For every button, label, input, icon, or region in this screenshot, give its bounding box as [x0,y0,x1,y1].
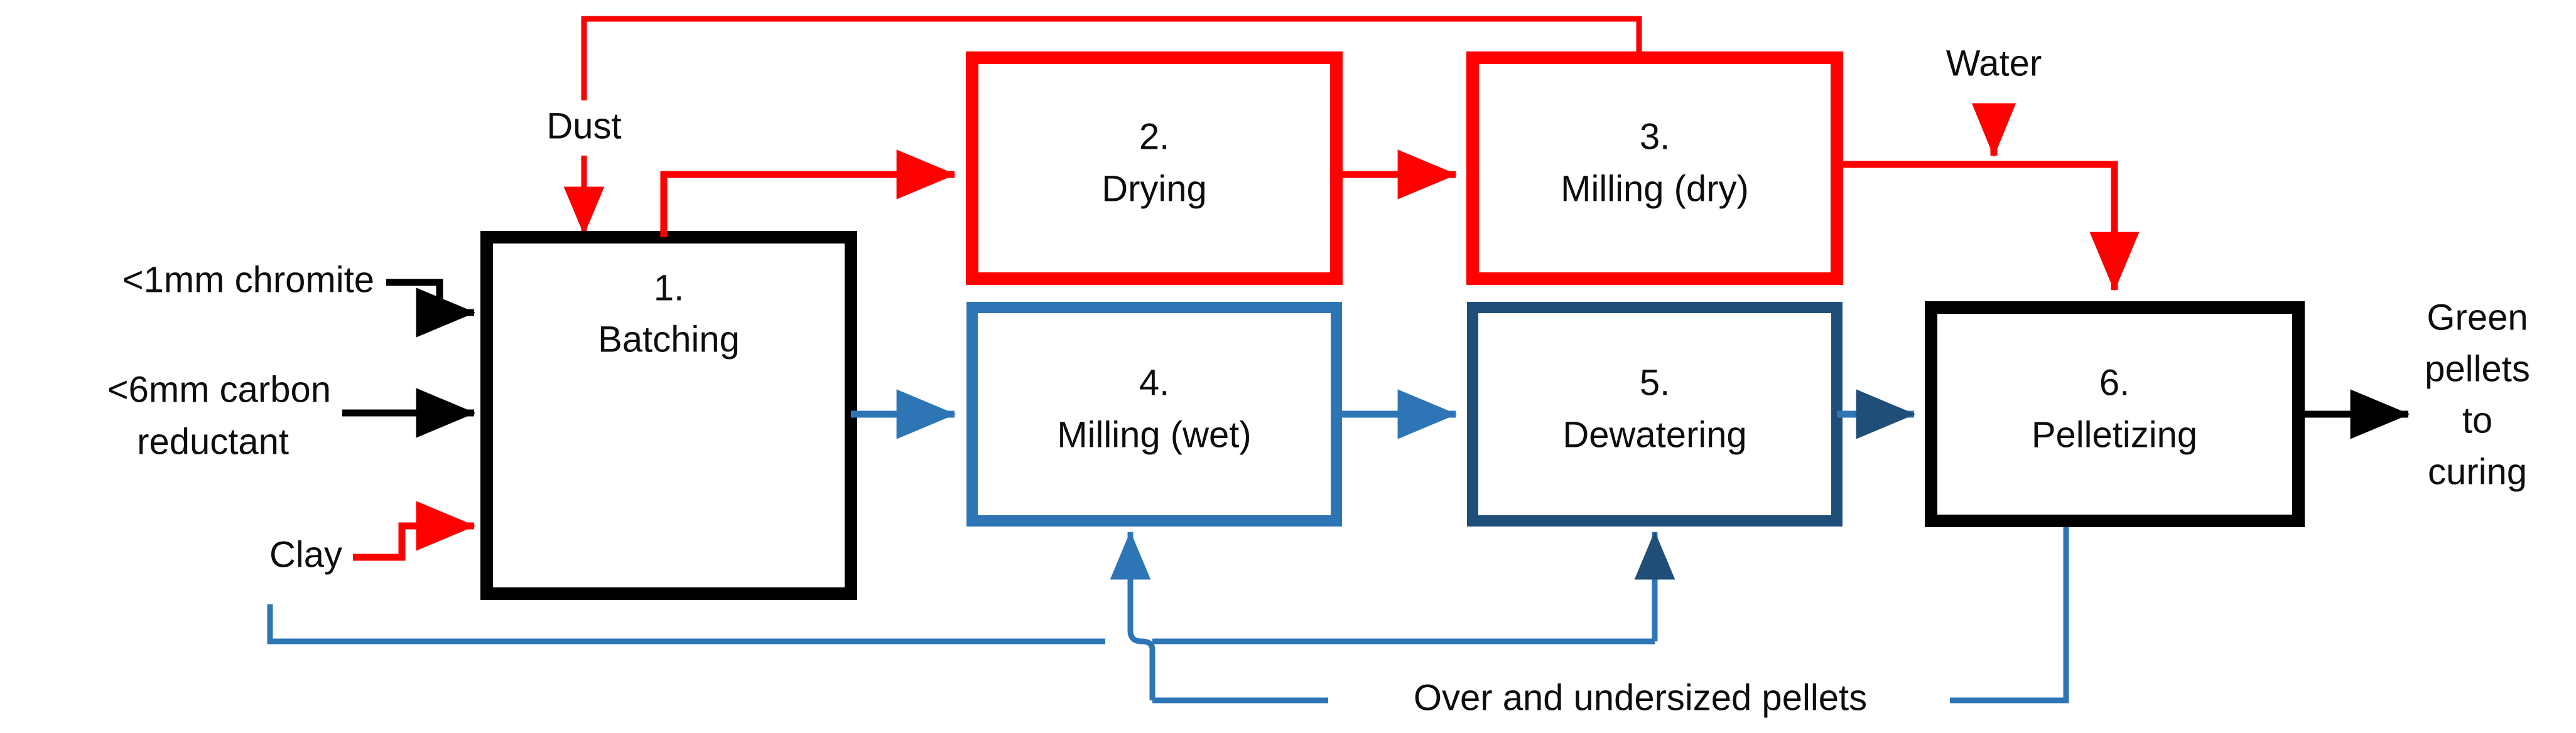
flow-chromite-to-batching [386,279,476,338]
flow-batching-to-drying [660,149,956,237]
label-dust: Dust [546,105,621,146]
process-box-milling-dry[interactable]: 3. Milling (dry) [1466,51,1843,285]
dewatering-name: Dewatering [1562,414,1746,455]
label-output-line3: to [2462,400,2492,441]
process-box-drying[interactable]: 2. Drying [966,51,1343,285]
drying-box-outline [966,51,1343,285]
drying-name: Drying [1101,168,1207,209]
dewatering-number: 5. [1640,362,1670,403]
milling-wet-name: Milling (wet) [1057,414,1251,455]
process-box-milling-wet[interactable]: 4. Milling (wet) [966,302,1342,527]
flow-milling-dry-to-dust [563,16,1642,235]
flow-pelletizing-recycle-to-dewatering [1152,531,1675,645]
flow-batching-recycle-to-milling-wet [267,604,1105,645]
flow-milling-dry-to-pelletizing [1837,161,2140,292]
milling-dry-box-outline [1466,51,1843,285]
process-box-dewatering[interactable]: 5. Dewatering [1467,302,1843,527]
flow-clay-to-batching [353,501,476,561]
pelletizing-number: 6. [2099,362,2130,403]
pelletizing-name: Pelletizing [2032,414,2197,455]
process-box-pelletizing[interactable]: 6. Pelletizing [1925,301,2305,527]
label-clay: Clay [269,534,342,575]
label-output-line4: curing [2428,451,2527,492]
label-recycle: Over and undersized pellets [1414,677,1867,718]
label-output-line1: Green [2427,297,2528,338]
batching-number: 1. [654,267,684,308]
flow-pelletizing-recycle-to-milling-wet [1110,521,2069,704]
milling-dry-number: 3. [1640,116,1670,157]
label-output-line2: pellets [2425,348,2530,389]
label-carbon-reductant-line2: reductant [137,421,289,462]
pelletizing-box-outline [1925,301,2305,527]
label-carbon-reductant-line1: <6mm carbon [107,369,331,410]
recycle-label-backing [1328,681,1950,720]
milling-wet-number: 4. [1139,362,1169,403]
process-box-batching[interactable]: 1. Batching [480,231,857,600]
label-water: Water [1946,43,2042,83]
batching-name: Batching [598,319,740,360]
label-chromite-feed: <1mm chromite [122,259,374,300]
milling-dry-name: Milling (dry) [1561,168,1749,209]
milling-wet-box-outline [966,302,1342,527]
drying-number: 2. [1139,116,1169,157]
